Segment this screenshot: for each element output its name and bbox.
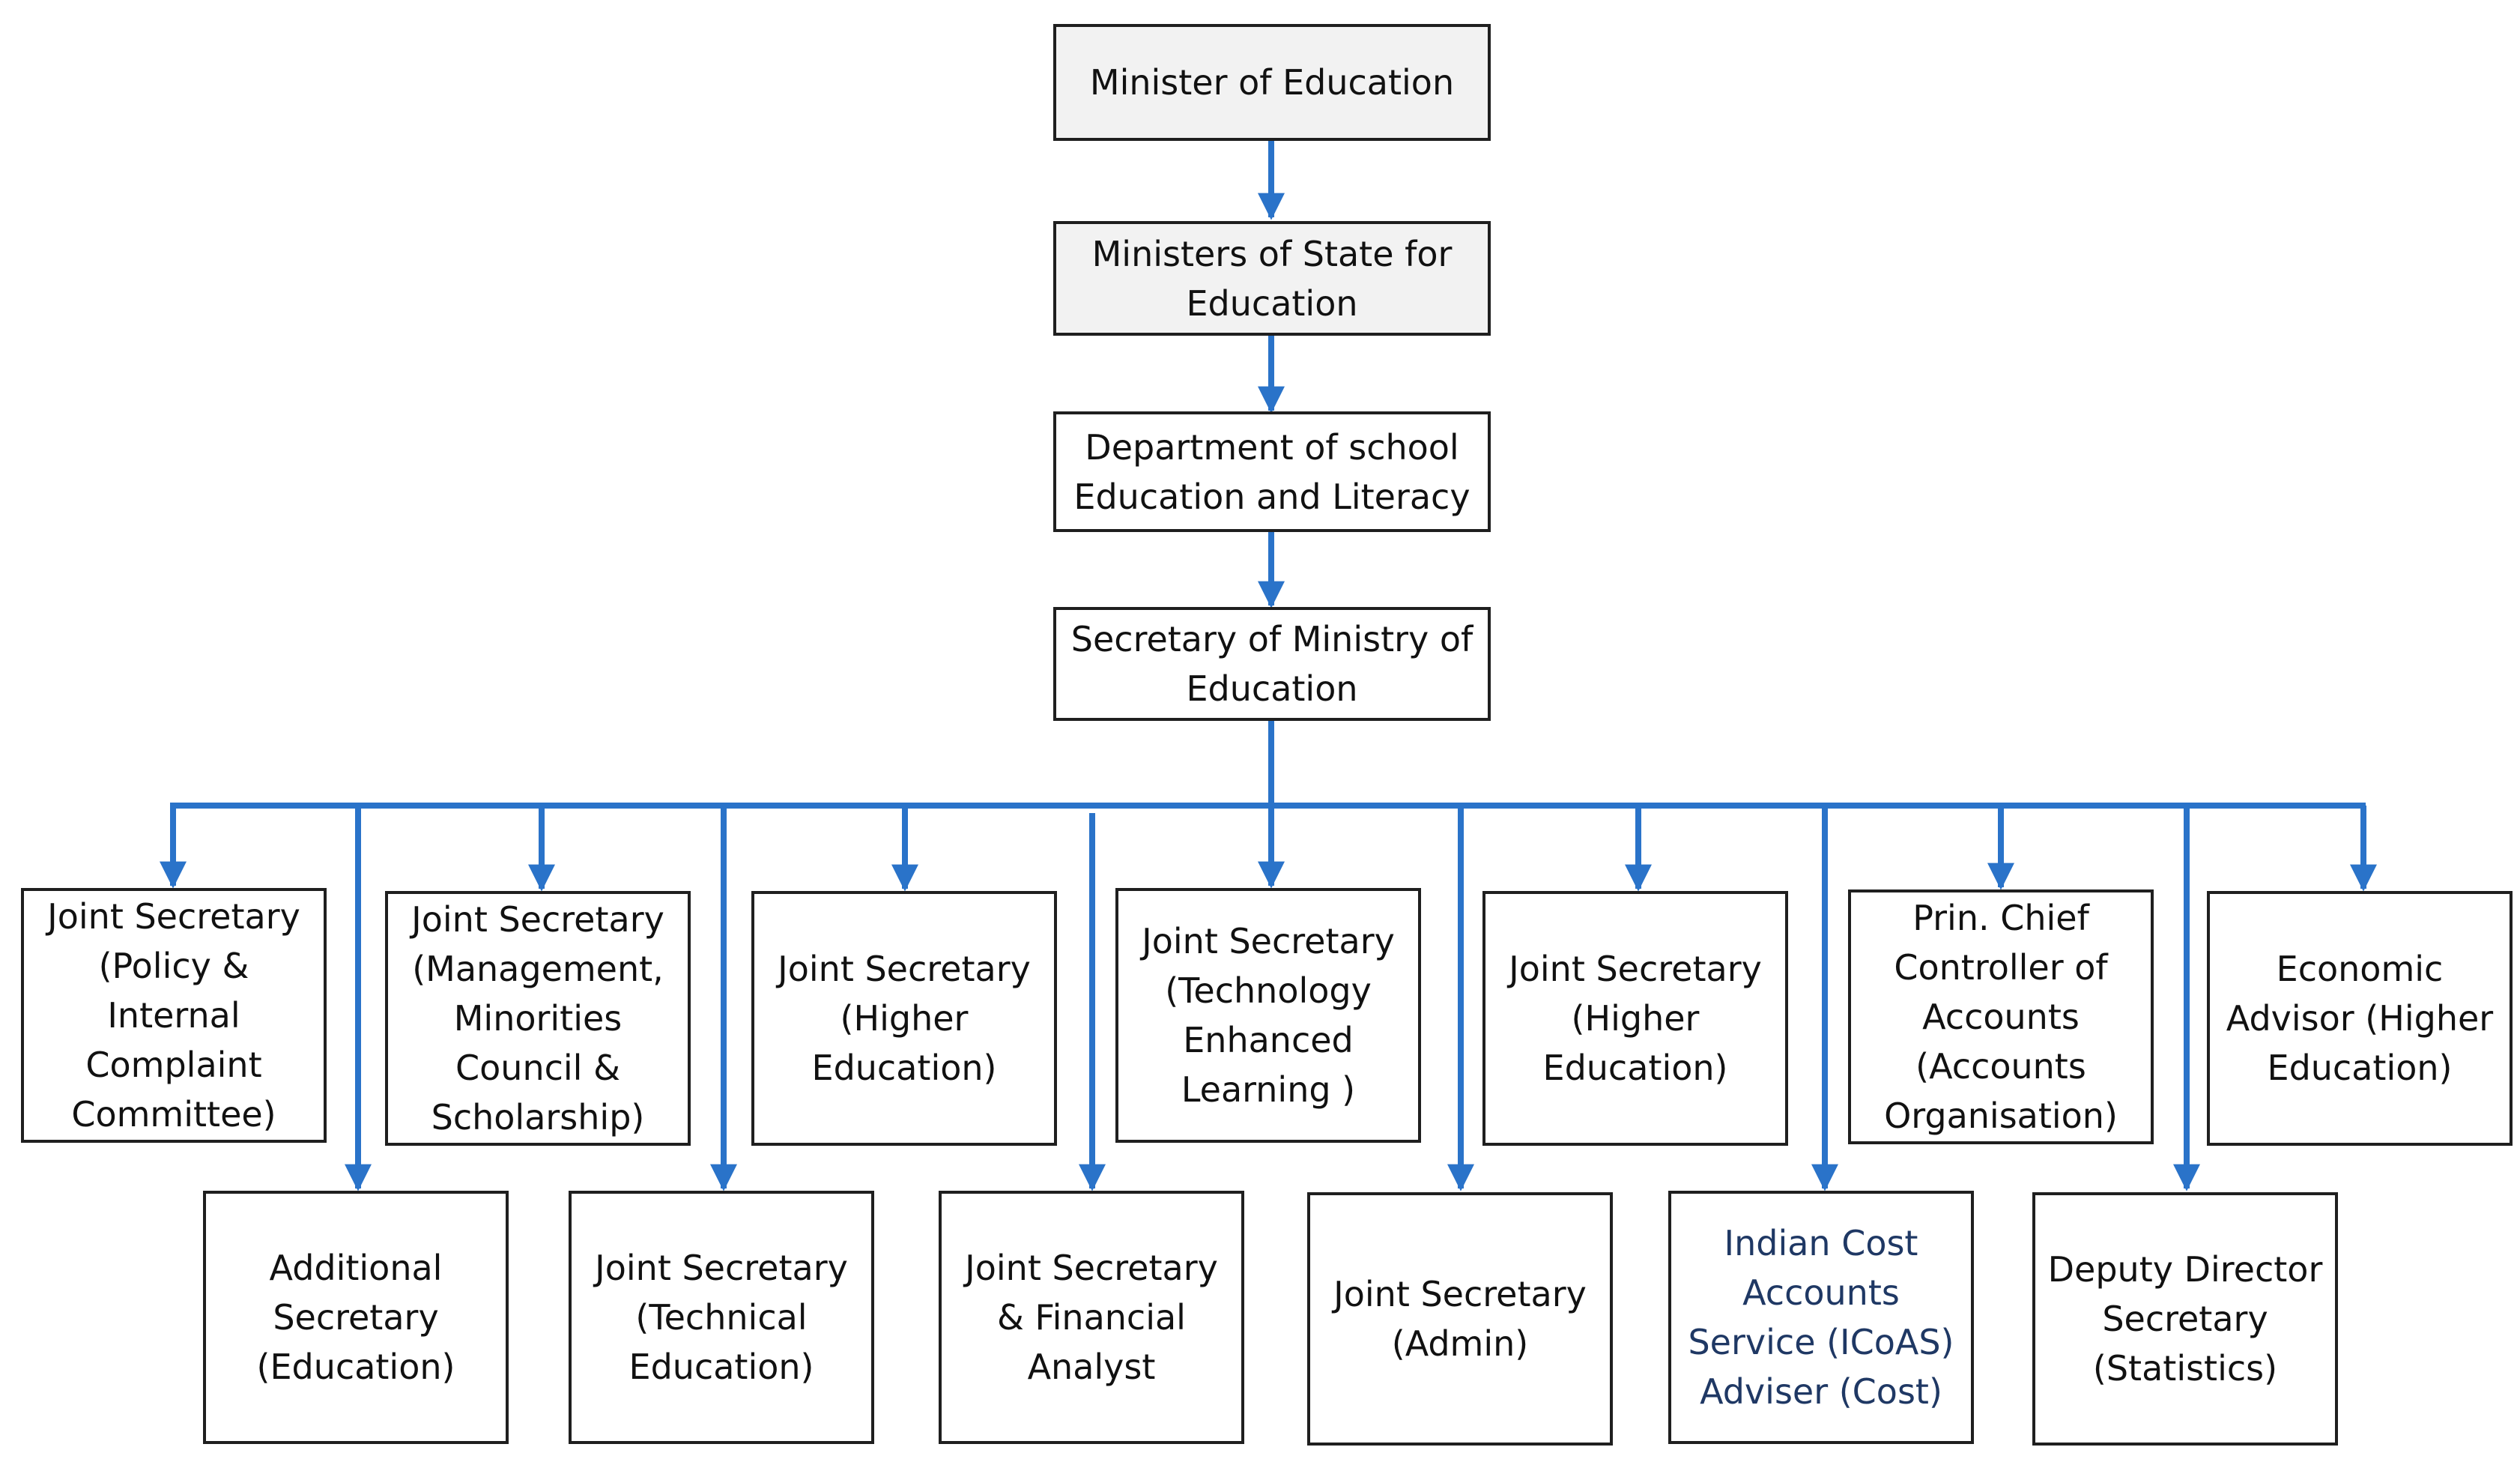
secretary-box: Secretary of Ministry of Education: [1053, 607, 1491, 721]
minister-of-education-box: Minister of Education: [1053, 24, 1491, 141]
js-policy-box: Joint Secretary (Policy & Internal Compl…: [21, 888, 327, 1143]
economic-advisor-box: Economic Advisor (Higher Education): [2207, 891, 2513, 1146]
icoas-adviser-label: Indian Cost Accounts Service (ICoAS) Adv…: [1688, 1223, 1954, 1412]
js-higher-education-1-label: Joint Secretary (Higher Education): [778, 949, 1031, 1088]
js-management-label: Joint Secretary (Management, Minorities …: [411, 899, 664, 1138]
additional-secretary-box: Additional Secretary (Education): [203, 1191, 509, 1444]
prin-chief-controller-box: Prin. Chief Controller of Accounts (Acco…: [1848, 889, 2154, 1144]
additional-secretary-label: Additional Secretary (Education): [256, 1248, 455, 1387]
js-technology-label: Joint Secretary (Technology Enhanced Lea…: [1142, 921, 1395, 1110]
department-label: Department of school Education and Liter…: [1073, 426, 1470, 517]
prin-chief-controller-label: Prin. Chief Controller of Accounts (Acco…: [1884, 898, 2118, 1136]
js-higher-education-2-box: Joint Secretary (Higher Education): [1482, 891, 1788, 1146]
js-admin-label: Joint Secretary (Admin): [1333, 1274, 1587, 1364]
department-box: Department of school Education and Liter…: [1053, 411, 1491, 532]
js-financial-analyst-box: Joint Secretary & Financial Analyst: [939, 1191, 1244, 1444]
deputy-director-label: Deputy Director Secretary (Statistics): [2047, 1249, 2323, 1389]
economic-advisor-label: Economic Advisor (Higher Education): [2226, 949, 2494, 1088]
js-technical-education-label: Joint Secretary (Technical Education): [595, 1248, 848, 1387]
js-admin-box: Joint Secretary (Admin): [1307, 1192, 1613, 1446]
js-management-box: Joint Secretary (Management, Minorities …: [385, 891, 691, 1146]
ministers-of-state-box: Ministers of State for Education: [1053, 221, 1491, 336]
js-higher-education-1-box: Joint Secretary (Higher Education): [751, 891, 1057, 1146]
deputy-director-box: Deputy Director Secretary (Statistics): [2032, 1192, 2338, 1446]
icoas-adviser-box: Indian Cost Accounts Service (ICoAS) Adv…: [1668, 1191, 1974, 1444]
js-technical-education-box: Joint Secretary (Technical Education): [569, 1191, 874, 1444]
secretary-label: Secretary of Ministry of Education: [1070, 619, 1473, 709]
js-technology-box: Joint Secretary (Technology Enhanced Lea…: [1115, 888, 1421, 1143]
js-financial-analyst-label: Joint Secretary & Financial Analyst: [965, 1248, 1218, 1387]
js-policy-label: Joint Secretary (Policy & Internal Compl…: [47, 896, 300, 1135]
minister-of-education-label: Minister of Education: [1089, 62, 1455, 103]
js-higher-education-2-label: Joint Secretary (Higher Education): [1509, 949, 1762, 1088]
ministers-of-state-label: Ministers of State for Education: [1091, 233, 1453, 324]
